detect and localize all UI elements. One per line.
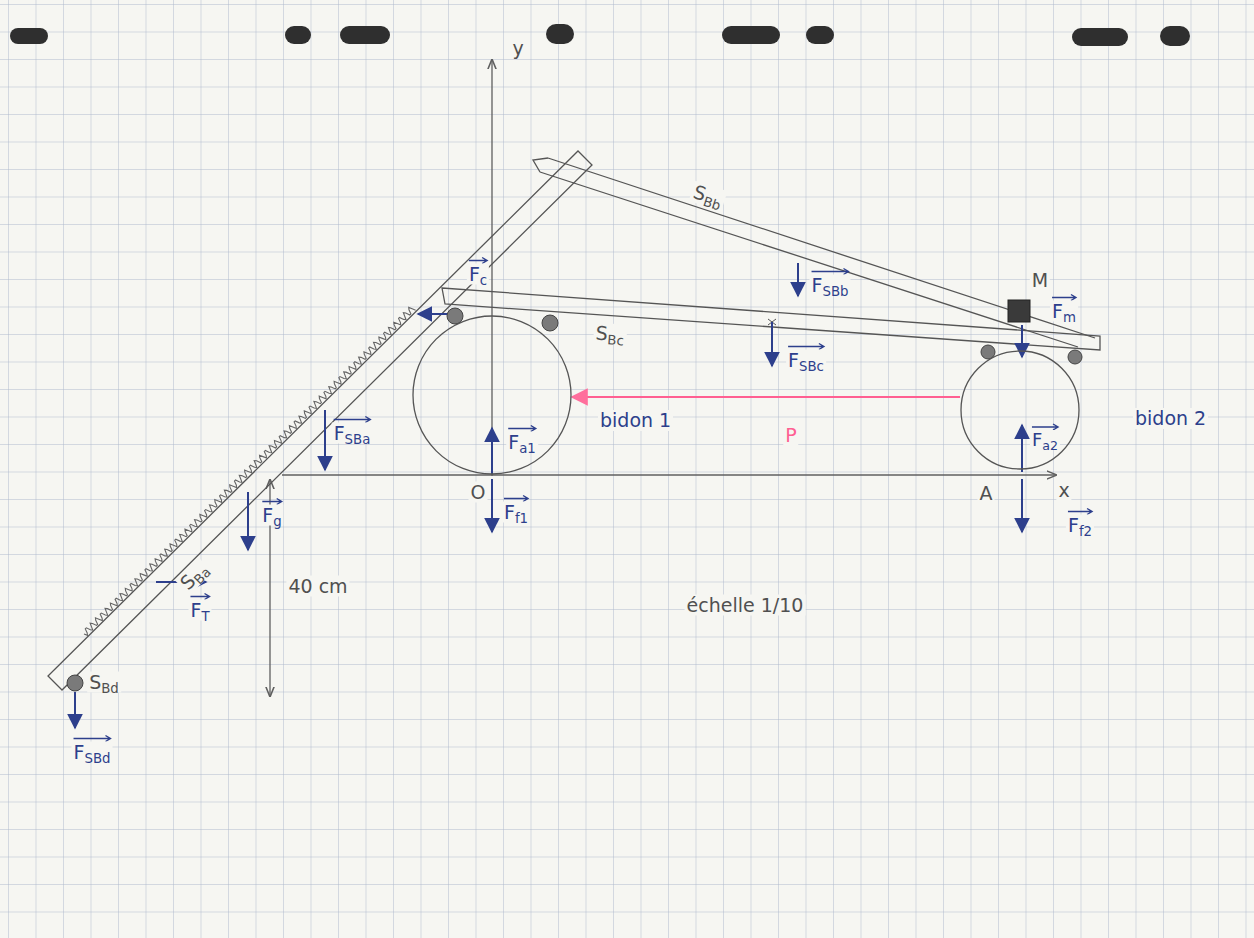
force-name: FSBb [810, 275, 851, 296]
part-name: SBc [593, 322, 627, 345]
force-name: Ff1 [502, 502, 530, 523]
dimension-label: 40 cm [286, 576, 349, 597]
punch-hole [546, 24, 574, 44]
drum-outline [412, 315, 572, 475]
force-arrow [1021, 325, 1023, 357]
force-connector [572, 396, 960, 398]
force-name: Fa1 [506, 432, 538, 453]
drum-circle-outline [961, 351, 1079, 469]
force-arrow [74, 692, 76, 728]
beam-sbb [533, 158, 1095, 347]
punch-hole [722, 26, 780, 44]
pivots [67, 308, 1082, 691]
punch-hole [806, 26, 834, 44]
force-name: FSBa [332, 423, 373, 444]
punch-hole [340, 26, 390, 44]
punch-hole [1072, 28, 1128, 46]
axis-name: x [1056, 480, 1071, 501]
part-name: SBa [175, 557, 213, 595]
force-name: FT [188, 600, 211, 621]
force-name: Fc [467, 264, 489, 285]
punch-hole [285, 26, 311, 44]
beam-sba [48, 151, 592, 690]
force-arrow [247, 492, 249, 550]
punch-hole [1160, 26, 1190, 46]
axis-name: y [510, 38, 525, 59]
pivot-dot [447, 308, 463, 324]
force-name: Fa2 [1030, 430, 1060, 450]
pivot-dot [1068, 350, 1082, 364]
mass-block [1008, 300, 1030, 322]
drum-circle: bidon 2 [960, 350, 1080, 470]
punch-holes [10, 24, 1190, 46]
force-arrow [491, 428, 493, 474]
part-name: SBd [87, 672, 121, 693]
drum-label: bidon 2 [1133, 408, 1208, 429]
force-arrow [1021, 425, 1023, 472]
force-label: P [783, 425, 798, 446]
part-name: SBb [689, 181, 727, 211]
force-name: Ff2 [1066, 515, 1094, 536]
pivot-dot [67, 675, 83, 691]
drum-outline [960, 350, 1080, 470]
x-axis [282, 474, 1056, 475]
drum-label: bidon 1 [598, 410, 673, 431]
y-axis [491, 60, 492, 476]
force-arrow [491, 479, 493, 532]
force-name: FSBd [72, 742, 113, 763]
force-name: Fm [1050, 301, 1078, 322]
force-name: Fg [260, 505, 283, 526]
part-name: M [1030, 270, 1050, 291]
spring-texture [84, 307, 416, 635]
force-arrow [771, 322, 773, 366]
force-arrow [418, 313, 447, 315]
force-name: FSBc [786, 350, 826, 371]
drum-circle-outline [413, 316, 571, 474]
drum-circle: bidon 1 [412, 315, 572, 475]
force-arrows [75, 263, 1022, 728]
punch-hole [10, 28, 48, 44]
point-name: O [469, 482, 488, 503]
point-name: A [978, 483, 995, 504]
force-arrow [797, 263, 799, 296]
scale-note: échelle 1/10 [685, 595, 806, 616]
force-arrow [324, 410, 326, 470]
pivot-dot [542, 315, 558, 331]
force-arrow [1021, 479, 1023, 532]
